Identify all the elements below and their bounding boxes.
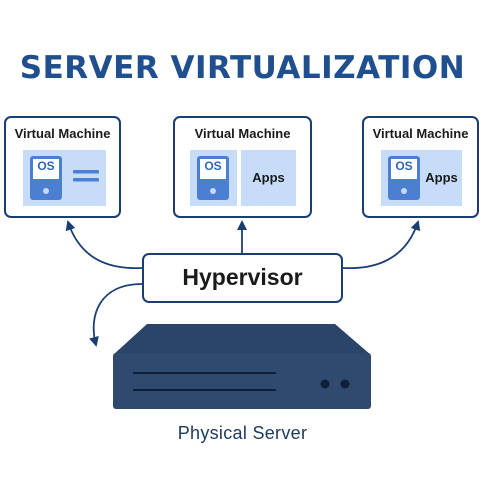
- vm-panel: OS: [23, 150, 106, 206]
- vm-panel: OS Apps: [190, 150, 296, 206]
- vm-title: Virtual Machine: [14, 126, 111, 141]
- physical-server-label: Physical Server: [177, 423, 308, 443]
- app-lines-icon: [73, 170, 99, 182]
- vm-title: Virtual Machine: [372, 126, 469, 141]
- page-title: SERVER VIRTUALIZATION: [19, 50, 466, 86]
- virtual-machine-1: Virtual Machine OS: [4, 116, 121, 218]
- os-icon: OS: [388, 156, 420, 200]
- arrow-to-vm-3: [342, 220, 421, 269]
- os-label: OS: [37, 159, 55, 173]
- apps-label: Apps: [252, 170, 285, 185]
- virtual-machine-3: Virtual Machine OS Apps: [362, 116, 479, 218]
- vm-panel: OS Apps: [381, 150, 462, 206]
- arrow-to-vm-1: [65, 220, 143, 269]
- os-icon: OS: [30, 156, 62, 200]
- hypervisor-label: Hypervisor: [182, 264, 303, 290]
- os-icon: OS: [197, 156, 229, 200]
- virtual-machine-2: Virtual Machine OS Apps: [173, 116, 312, 218]
- vm-title: Virtual Machine: [194, 126, 291, 141]
- os-label: OS: [395, 159, 413, 173]
- panel-divider: [237, 150, 241, 206]
- os-label: OS: [204, 159, 222, 173]
- arrow-to-server: [89, 283, 143, 347]
- apps-label: Apps: [425, 170, 458, 185]
- hypervisor-box: Hypervisor: [142, 253, 343, 303]
